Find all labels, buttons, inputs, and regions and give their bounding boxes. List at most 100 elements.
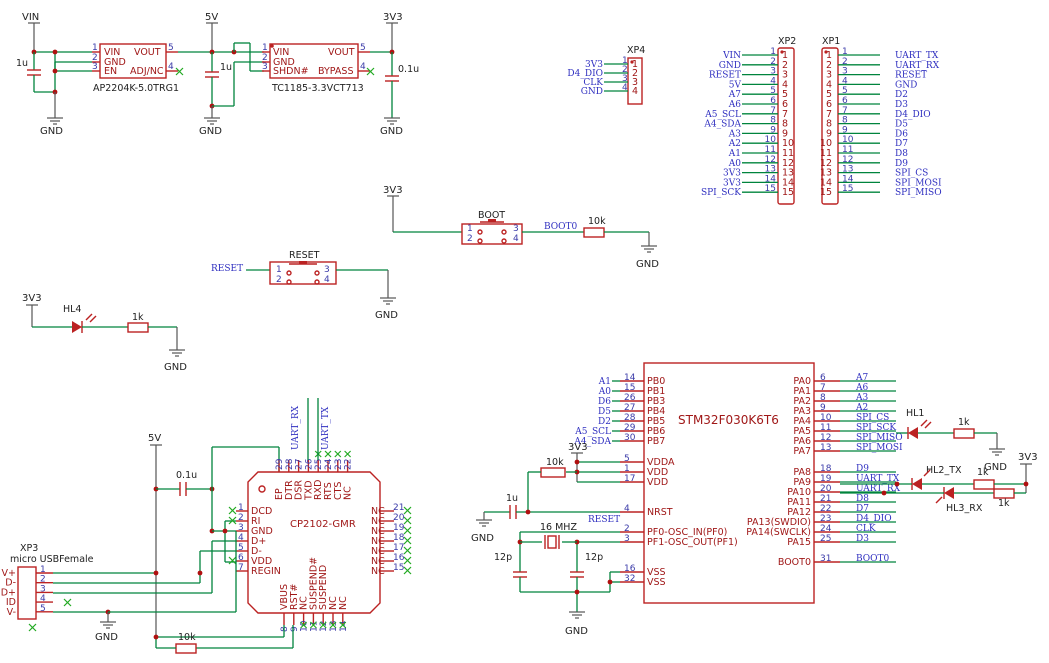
mcu-left-pin-num: 5 (624, 454, 630, 464)
xp3-pin-num: 2 (40, 575, 46, 585)
mcu-right-pin-num: 24 (820, 524, 832, 534)
cp-left-pin-label: D- (251, 546, 262, 557)
xp1-pin-num: 4 (842, 76, 848, 86)
xp1-pin-num: 1 (842, 47, 848, 57)
xp3-pin-label: D- (5, 578, 16, 589)
cp-top-pin-num: 27 (295, 459, 305, 470)
xp1-pin-num: 7 (842, 106, 848, 116)
xp2-net-label: A0 (728, 159, 741, 169)
cp-top-pin-label: EP (274, 488, 285, 500)
mcu-right-pin-label: PA10 (787, 487, 811, 498)
xp1-pin-num: 10 (842, 135, 854, 145)
xp2-net-label: VIN (722, 51, 741, 61)
mcu-right-net-label: D8 (856, 494, 869, 504)
3v3-power-label-c: 3V3 (22, 293, 42, 304)
xp2-pin-label: 8 (782, 119, 788, 130)
gnd-label-usb: GND (95, 632, 118, 643)
mcu-right-net-label: CLK (856, 524, 876, 534)
vin-power-label: VIN (22, 12, 39, 23)
xp3-pin-label: ID (6, 597, 16, 608)
xp2-net-label: GND (719, 61, 741, 71)
mcu-right-pin-label: BOOT0 (778, 557, 811, 568)
mcu-left-pin-label: PB3 (647, 396, 665, 407)
cp-right-pin-num: 18 (393, 533, 405, 543)
xp4-pin-num: 2 (622, 65, 628, 75)
mcu-right-pin-num: 20 (820, 484, 832, 494)
xp4-net-label: GND (581, 87, 603, 97)
xp3-pin-num: 1 (40, 565, 46, 575)
xp2-pin-label: 15 (782, 187, 794, 198)
xp3-pin-label: V- (7, 607, 16, 618)
gnd-label-nrst: GND (471, 533, 494, 544)
r2-label: 1k (977, 467, 989, 478)
xp4-net-label: CLK (583, 78, 603, 88)
uart-rx-label-cp: UART_RX (291, 405, 301, 450)
svg-text:5: 5 (360, 43, 366, 53)
cp-left-pin-num: 7 (238, 563, 244, 573)
mcu-right-pin-label: PA12 (787, 507, 811, 518)
mcu-right-net-label: UART_TX (856, 474, 900, 484)
xp2-pin-num: 5 (770, 86, 776, 96)
mcu-left-net-label: A5_SCL (574, 427, 611, 437)
cap-12p-a-label: 12p (494, 552, 512, 563)
cp-bottom-pin-num: 9 (290, 626, 300, 632)
cp-left-pin-num: 3 (238, 523, 244, 533)
mcu-left-pin-num: 14 (624, 373, 636, 383)
hl3-led-icon (944, 487, 954, 499)
xp2-net-label: A5_SCL (704, 110, 741, 120)
xp1-pin-num: 14 (842, 174, 854, 184)
gnd-label-3v3: GND (380, 126, 403, 137)
cp-right-pin-label: NC (371, 506, 385, 517)
xp2-pin-num: 9 (770, 125, 776, 135)
xp3-ref: XP3 (20, 543, 38, 554)
xp2-pin-num: 14 (765, 174, 777, 184)
cp-top-pin-num: 28 (285, 458, 295, 470)
mcu-right-pin-num: 21 (820, 494, 831, 504)
svg-text:4: 4 (168, 62, 174, 72)
mcu-left-net-label: A4_SDA (573, 437, 611, 447)
cap-1u-label: 1u (16, 58, 28, 69)
xp4-pin-label: 4 (632, 86, 638, 97)
mcu-left-net-label: D5 (598, 407, 611, 417)
cp-right-pin-label: NC (371, 516, 385, 527)
cp-top-pin-num: 26 (304, 458, 314, 470)
mcu-right-net-label: SPI_MISO (856, 433, 903, 443)
xp4-net-label: D4_DIO (567, 69, 603, 79)
mcu-right-pin-label: PA2 (793, 396, 811, 407)
mcu-left-net-label: A0 (598, 387, 611, 397)
mcu-left-pin-label: NRST (647, 507, 673, 518)
hl2-led-icon (912, 478, 922, 490)
xp2-net-label: A7 (728, 90, 741, 100)
mcu-right-pin-label: PA11 (787, 497, 811, 508)
cp-top-pin-label: DTR (284, 480, 295, 500)
cp-bottom-pin-label: SUSPEND (318, 565, 329, 610)
xp1-pin-label: 8 (826, 119, 832, 130)
cp-bottom-pin-label: VBUS (279, 584, 290, 610)
cp2102-body (247, 471, 381, 614)
xp4-pin-num: 3 (622, 74, 628, 84)
mcu-right-pin-num: 8 (820, 393, 826, 403)
mcu-right-pin-num: 19 (820, 474, 832, 484)
mcu-right-pin-label: PA5 (793, 426, 811, 437)
mcu-left-pin-label: PB4 (647, 406, 665, 417)
xp1-net-label: D4_DIO (895, 110, 931, 120)
xp1-pin-label: 9 (826, 128, 832, 139)
xp1-net-label: D9 (895, 159, 908, 169)
mcu-left-pin-label: PB0 (647, 376, 665, 387)
cp-left-pin-label: D+ (251, 536, 266, 547)
xp1-pin-num: 9 (842, 125, 848, 135)
mcu-right-pin-label: PA1 (793, 386, 811, 397)
xp2-pin-label: 9 (782, 128, 788, 139)
xp1-net-label: D8 (895, 149, 908, 159)
xp2-net-label: 3V3 (723, 178, 741, 188)
gnd-label-led: GND (984, 462, 1007, 473)
boot-res-label: 10k (588, 216, 606, 227)
mcu-left-pin-label: PB1 (647, 386, 665, 397)
5v-power-label: 5V (205, 12, 218, 23)
xp3-value: micro USBFemale (10, 554, 94, 565)
gnd-label-5v: GND (199, 126, 222, 137)
xp1-net-label: SPI_MOSI (895, 178, 942, 188)
xp1-net-label: SPI_CS (895, 169, 928, 179)
cp-top-pin-label: RXD (313, 480, 324, 500)
